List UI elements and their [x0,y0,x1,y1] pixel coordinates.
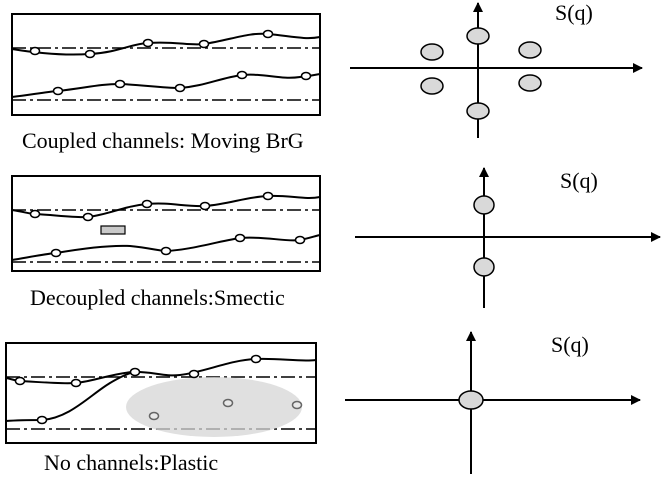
vortex-particle [29,209,41,219]
vortex-particle [129,367,141,377]
vortex-particle [160,246,172,256]
particles-coupled [29,29,312,96]
vortex-particle [141,199,153,209]
vortex-particle [70,378,82,388]
vortex-particle [234,233,246,243]
elastic-string-upper [5,357,317,385]
vortex-particle [188,369,200,379]
bragg-peak [466,27,490,45]
structure-factor-coupled: S(q) [350,0,643,138]
defect-marker [100,225,126,235]
vortex-particle [236,70,248,80]
vortex-particle [114,79,126,89]
vortex-particle [52,86,64,96]
vortex-particle [250,354,262,364]
sq-label-plastic: S(q) [551,332,589,357]
vortex-particle [262,191,274,201]
particles-plastic [14,354,303,425]
vortex-particle [84,49,96,59]
panel-coupled: Coupled channels: Moving BrG S(q) [11,0,643,153]
bragg-peak [518,41,542,59]
panel-decoupled: Decoupled channels:Smectic S(q) [11,167,661,310]
bragg-peak [518,74,542,92]
elastic-string-crossing [5,371,136,422]
channel-box-plastic [5,342,317,444]
vortex-particle [14,376,26,386]
caption-decoupled: Decoupled channels:Smectic [30,285,285,310]
structure-factor-decoupled: S(q) [355,167,661,308]
bragg-peak [473,195,495,215]
bragg-peak [420,77,444,95]
caption-coupled: Coupled channels: Moving BrG [22,128,304,153]
vortex-particle [174,83,186,93]
vortex-particle [291,400,303,410]
vortex-particle [294,235,306,245]
vortex-particle [142,38,154,48]
sq-label-coupled: S(q) [555,0,593,25]
central-peak [458,390,484,410]
channel-box-decoupled [11,175,321,272]
elastic-string-upper [11,194,321,219]
vortex-particle [198,39,210,49]
vortex-particle [222,398,234,408]
bragg-peak [420,43,444,61]
vortex-particle [29,46,41,56]
structure-factor-plastic: S(q) [345,331,641,474]
vortex-particle [82,212,94,222]
sq-label-decoupled: S(q) [560,168,598,193]
bragg-peak [473,257,495,277]
particles-decoupled [29,191,306,258]
vortex-particle [36,415,48,425]
vortex-particle [50,248,62,258]
bragg-peak [466,102,490,120]
vortex-particle [262,29,274,39]
caption-plastic: No channels:Plastic [44,450,218,475]
panel-no-channels: No channels:Plastic S(q) [5,331,641,475]
vortex-particle [300,71,312,81]
channel-box-coupled [11,13,321,116]
elastic-string-upper [11,32,321,56]
vortex-particle [148,411,160,421]
vortex-particle [199,201,211,211]
disordered-region [126,377,302,437]
